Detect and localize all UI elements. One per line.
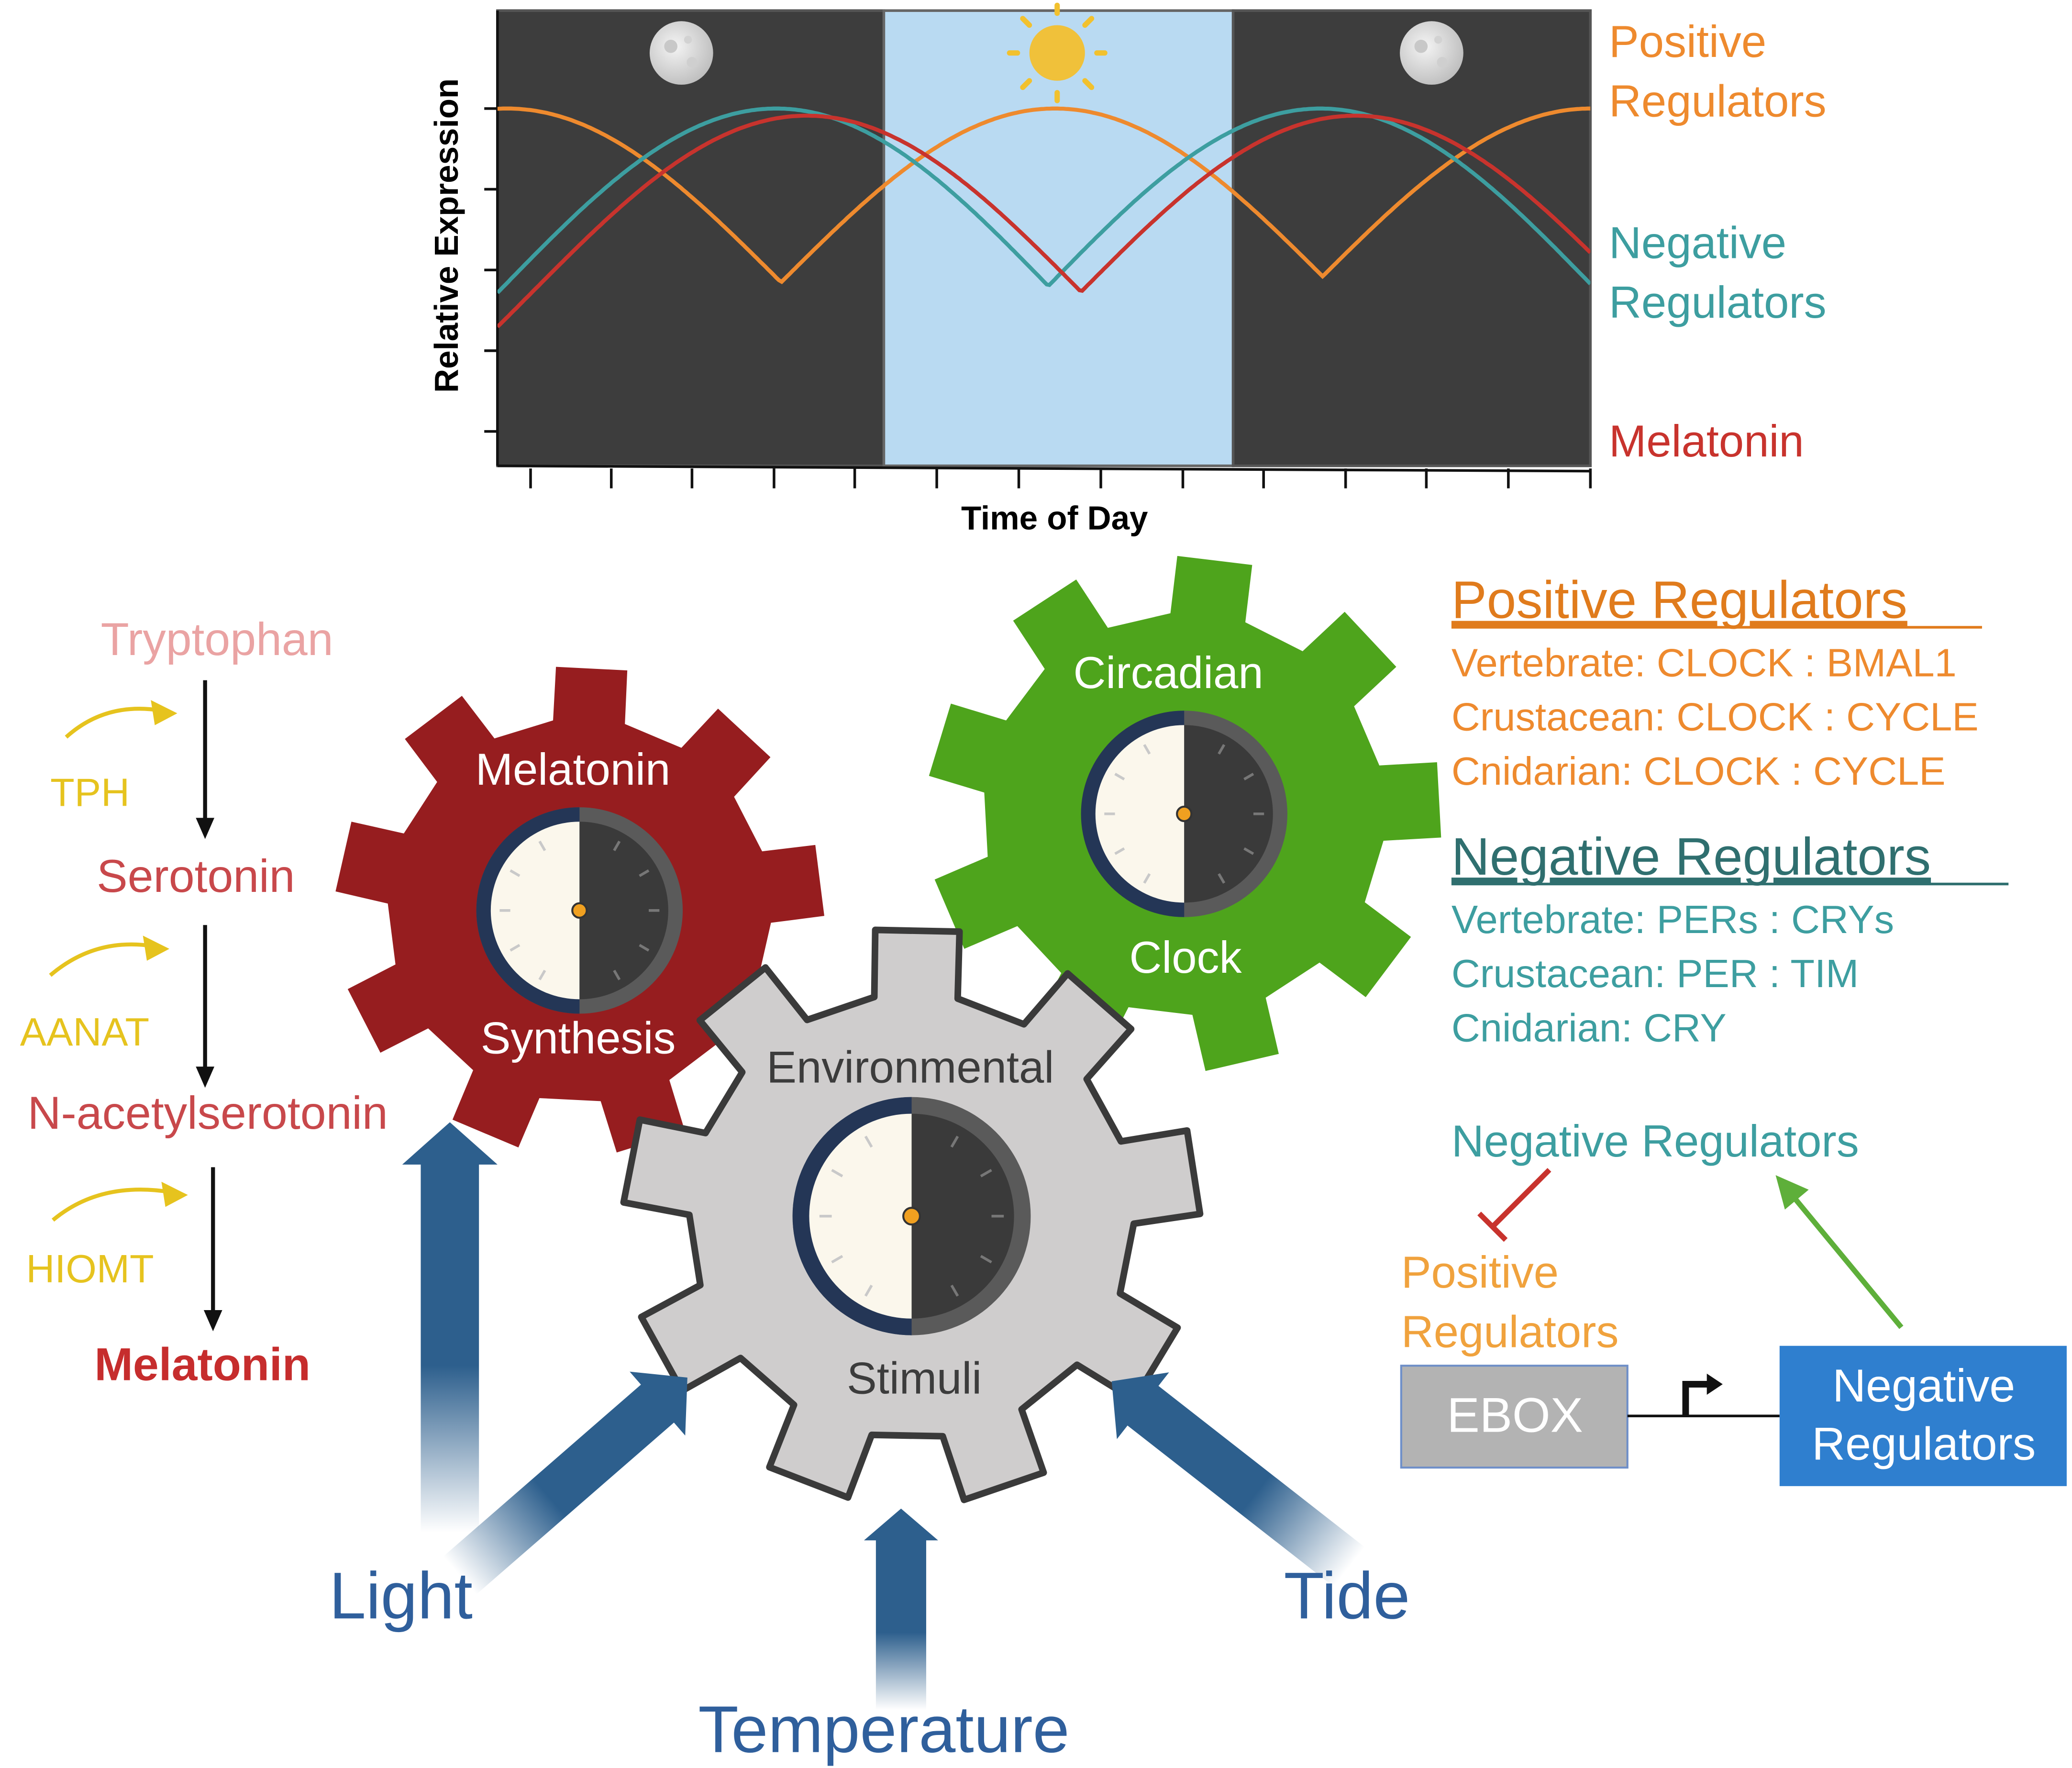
gene-label-line-1: Negative — [1832, 1359, 2015, 1412]
activation-arrowhead — [1775, 1175, 1809, 1210]
feedback-negative-label: Negative Regulators — [1452, 1116, 1859, 1166]
sun-icon — [1007, 2, 1108, 103]
pathway-step-tryptophan: Tryptophan — [101, 613, 333, 665]
positive-regulator-crustacean: Crustacean: CLOCK : CYCLE — [1452, 695, 1979, 739]
gear-labels: Melatonin Synthesis Circadian Clock Envi… — [476, 647, 1263, 1403]
circadian-clock-gear — [929, 556, 1441, 1071]
legend-positive-line-1: Positive — [1609, 16, 1766, 67]
temperature-arrow — [864, 1508, 938, 1710]
moon-icon — [1400, 21, 1463, 85]
night-band-left — [496, 9, 886, 467]
stimulus-arrows: Light Temperature Tide — [329, 1122, 1410, 1767]
expression-chart: Relative Expression Time of Day Positive… — [428, 2, 1827, 536]
melatonin-gear-label-bottom: Synthesis — [481, 1013, 676, 1063]
series-line-positive-regulators — [497, 106, 1591, 285]
light-gear-arrow — [443, 1371, 687, 1595]
melatonin-gear-label-top: Melatonin — [476, 744, 671, 794]
pathway-step-n-acetylserotonin: N-acetylserotonin — [28, 1087, 388, 1139]
enzyme-aanat: AANAT — [20, 1010, 149, 1054]
circadian-gear-label-top: Circadian — [1073, 647, 1263, 698]
gear-layer — [335, 556, 1441, 1503]
transcription-arrowhead — [1706, 1373, 1723, 1395]
clock-icon — [476, 807, 683, 1014]
activation-line — [1792, 1196, 1904, 1329]
moon-icon — [649, 21, 713, 85]
light-arrow — [402, 1122, 498, 1533]
environmental-gear-label-bottom: Stimuli — [847, 1353, 982, 1403]
series-layer — [497, 106, 1591, 328]
gene-label-line-2: Regulators — [1812, 1418, 2036, 1470]
day-band — [882, 9, 1235, 467]
enzyme-arrows — [49, 707, 173, 1222]
transcription-start-arrow — [1682, 1380, 1708, 1416]
tide-arrow — [1111, 1372, 1365, 1587]
x-axis-label: Time of Day — [961, 499, 1148, 536]
positive-regulator-cnidarian: Cnidarian: CLOCK : CYCLE — [1452, 749, 1946, 793]
feedback-positive-label-line-1: Positive — [1401, 1247, 1559, 1297]
legend-positive-line-2: Regulators — [1609, 76, 1827, 126]
negative-regulator-crustacean: Crustacean: PER : TIM — [1452, 951, 1859, 996]
inhibition-bar — [1477, 1212, 1508, 1242]
legend-melatonin: Melatonin — [1609, 416, 1804, 466]
stimulus-light-label: Light — [329, 1559, 473, 1633]
night-band-right — [1231, 9, 1592, 467]
clock-icon — [792, 1097, 1031, 1335]
legend-negative-line-1: Negative — [1609, 217, 1786, 267]
y-axis — [484, 11, 499, 466]
circadian-gear-label-bottom: Clock — [1129, 932, 1242, 982]
negative-regulators-heading: Negative Regulators — [1452, 827, 1931, 886]
positive-regulators-list: Positive Regulators Vertebrate: CLOCK : … — [1451, 571, 1982, 793]
chart-legend: Positive Regulators Negative Regulators … — [1609, 16, 1827, 466]
feedback-loop: Negative Regulators Positive Regulators … — [1400, 1116, 2067, 1486]
environmental-stimuli-gear — [620, 926, 1204, 1503]
negative-regulators-list: Negative Regulators Vertebrate: PERs : C… — [1451, 827, 2009, 1050]
environmental-gear-label-top: Environmental — [766, 1042, 1054, 1092]
stimulus-temperature-label: Temperature — [698, 1693, 1069, 1767]
pathway-arrows — [196, 680, 222, 1332]
positive-regulators-heading: Positive Regulators — [1452, 571, 1907, 630]
series-line-negative-regulators — [497, 106, 1591, 294]
feedback-positive-label-line-2: Regulators — [1401, 1306, 1619, 1357]
ebox — [1400, 1365, 1629, 1469]
negative-regulators-gene — [1779, 1345, 2067, 1486]
pathway-step-serotonin: Serotonin — [97, 850, 295, 902]
stimulus-tide-label: Tide — [1284, 1559, 1410, 1633]
series-line-melatonin — [497, 113, 1591, 328]
melatonin-synthesis-gear — [335, 667, 824, 1153]
y-axis-label: Relative Expression — [428, 78, 465, 393]
legend-negative-line-2: Regulators — [1609, 277, 1827, 327]
enzyme-arrowheads — [143, 700, 188, 1207]
inhibition-line — [1490, 1168, 1551, 1229]
enzyme-tph: TPH — [50, 770, 130, 814]
clock-icon — [1081, 711, 1287, 917]
negative-regulator-vertebrate: Vertebrate: PERs : CRYs — [1452, 897, 1894, 942]
pathway-step-melatonin: Melatonin — [94, 1338, 310, 1390]
enzyme-hiomt: HIOMT — [26, 1246, 154, 1291]
negative-regulator-cnidarian: Cnidarian: CRY — [1452, 1006, 1727, 1050]
x-axis — [497, 464, 1592, 489]
positive-regulator-vertebrate: Vertebrate: CLOCK : BMAL1 — [1452, 640, 1957, 685]
ebox-label: EBOX — [1447, 1387, 1583, 1442]
melatonin-pathway: Tryptophan Serotonin N-acetylserotonin M… — [20, 613, 388, 1390]
